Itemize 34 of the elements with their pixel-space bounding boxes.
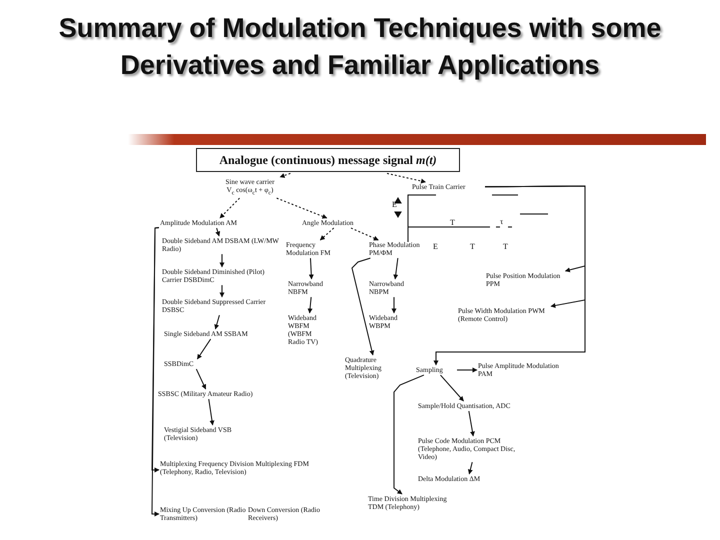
waveform-label: T: [450, 219, 455, 227]
arrow: [392, 296, 396, 314]
box-title: Analogue (continuous) message signal m(t): [218, 153, 438, 168]
arrow: [214, 314, 220, 330]
arrow: [308, 258, 314, 280]
waveform-label: τ: [500, 218, 504, 226]
waveform-label: E: [392, 201, 397, 209]
arrow: [196, 368, 206, 390]
arrow: [280, 172, 291, 178]
arrow: [220, 284, 224, 298]
arrow: [468, 410, 475, 436]
arrow: [468, 462, 473, 474]
arrow: [208, 398, 214, 426]
arrow: [350, 228, 379, 240]
arrow: [152, 227, 160, 516]
waveform-label: T: [503, 243, 508, 251]
arrow: [308, 296, 313, 314]
arrow: [220, 254, 224, 268]
arrow: [386, 172, 426, 184]
arrow: [393, 258, 398, 280]
arrow: [320, 228, 334, 240]
arrow: [219, 198, 240, 218]
arrow: [276, 198, 328, 219]
arrow: [394, 374, 424, 494]
message-signal-box: [196, 148, 460, 172]
arrow: [456, 368, 478, 373]
arrow: [351, 258, 374, 356]
arrow: [215, 228, 220, 236]
waveform-label: T: [470, 243, 475, 251]
waveform-label: E: [433, 243, 438, 251]
arrow: [196, 338, 212, 360]
title: Summary of Modulation Techniques with some Derivatives and Familiar Applications: [58, 12, 662, 82]
arrow: [440, 374, 464, 402]
arrow: [434, 186, 586, 366]
